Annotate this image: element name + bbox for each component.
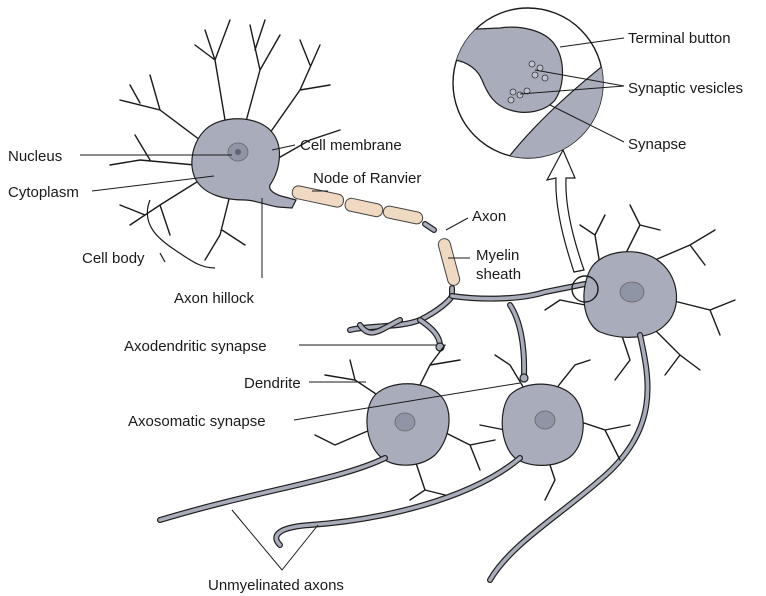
lower-middle-neuron — [276, 355, 630, 545]
label-synapse: Synapse — [628, 136, 686, 153]
axon-terminal — [520, 374, 528, 382]
main-neuron-nucleolus — [235, 149, 241, 155]
cell-body-brace — [147, 200, 215, 268]
myelin-segment — [382, 205, 424, 225]
label-axodendritic-synapse: Axodendritic synapse — [124, 338, 267, 355]
magnify-arrow — [547, 150, 584, 272]
label-dendrite: Dendrite — [244, 375, 301, 392]
label-cytoplasm: Cytoplasm — [8, 184, 79, 201]
myelin-segment — [291, 185, 345, 209]
label-cell-body: Cell body — [82, 250, 145, 267]
label-unmyelinated-axons: Unmyelinated axons — [208, 577, 344, 594]
label-node-of-ranvier: Node of Ranvier — [313, 170, 421, 187]
label-axon-hillock: Axon hillock — [174, 290, 255, 307]
lower-left-neuron-nucleus — [395, 413, 415, 431]
label-synaptic-vesicles: Synaptic vesicles — [628, 80, 743, 97]
label-nucleus: Nucleus — [8, 148, 62, 165]
right-neuron-nucleus — [620, 282, 644, 302]
cell-body-brace-tip — [160, 253, 165, 262]
label-axosomatic-synapse: Axosomatic synapse — [128, 413, 266, 430]
label-cell-membrane: Cell membrane — [300, 137, 402, 154]
lower-middle-neuron-nucleus — [535, 411, 555, 429]
label-axon: Axon — [472, 208, 506, 225]
myelin-segment — [344, 197, 384, 218]
myelinated-axon — [291, 185, 585, 382]
label-myelin-line2: sheath — [476, 266, 521, 283]
myelin-segment — [437, 237, 461, 286]
label-myelin-line1: Myelin — [476, 247, 519, 264]
label-terminal-button: Terminal button — [628, 30, 731, 47]
magnified-synapse-inset — [453, 8, 610, 160]
lower-left-neuron — [160, 345, 495, 520]
main-neuron-soma — [192, 119, 296, 208]
